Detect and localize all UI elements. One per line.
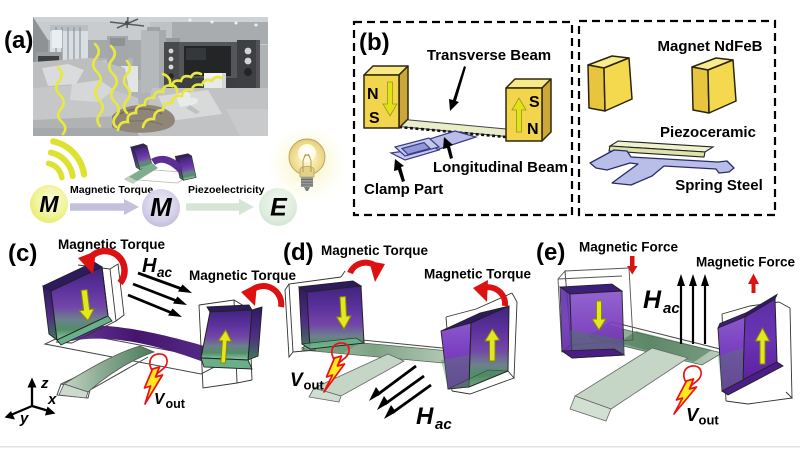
svg-text:S: S — [529, 94, 540, 111]
svg-text:Magnetic Torque: Magnetic Torque — [58, 237, 165, 252]
svg-text:Longitudinal Beam: Longitudinal Beam — [433, 159, 568, 176]
svg-text:(b): (b) — [359, 29, 390, 56]
svg-text:out: out — [166, 397, 186, 411]
svg-text:Magnetic Torque: Magnetic Torque — [70, 184, 153, 196]
svg-text:ac: ac — [435, 416, 452, 433]
svg-text:V: V — [686, 404, 700, 425]
svg-text:S: S — [369, 110, 380, 127]
svg-text:Piezoceramic: Piezoceramic — [660, 124, 756, 141]
svg-text:y: y — [19, 410, 29, 427]
svg-text:N: N — [367, 86, 379, 103]
svg-text:ac: ac — [157, 265, 173, 280]
svg-text:Magnetic Torque: Magnetic Torque — [189, 268, 296, 283]
svg-text:Magnetic Torque: Magnetic Torque — [321, 243, 428, 258]
svg-text:out: out — [304, 378, 325, 393]
svg-text:M: M — [150, 192, 173, 222]
svg-text:H: H — [416, 403, 434, 430]
svg-text:Clamp Part: Clamp Part — [364, 181, 443, 198]
svg-text:(d): (d) — [283, 239, 314, 266]
svg-text:ac: ac — [663, 300, 680, 317]
svg-text:V: V — [290, 370, 304, 391]
svg-text:Magnetic Force: Magnetic Force — [579, 240, 679, 255]
svg-text:N: N — [527, 121, 539, 138]
svg-text:(c): (c) — [8, 240, 37, 267]
svg-text:M: M — [39, 191, 59, 217]
svg-text:Piezoelectricity: Piezoelectricity — [188, 184, 265, 196]
svg-text:out: out — [699, 413, 720, 428]
svg-text:x: x — [47, 391, 57, 408]
svg-text:V: V — [154, 391, 166, 408]
svg-text:Spring Steel: Spring Steel — [675, 177, 763, 194]
svg-text:Magnet NdFeB: Magnet NdFeB — [658, 38, 763, 55]
svg-text:z: z — [40, 375, 49, 392]
svg-text:E: E — [270, 194, 288, 222]
svg-text:H: H — [643, 286, 662, 314]
svg-text:H: H — [142, 255, 157, 277]
svg-text:(a): (a) — [4, 27, 33, 54]
svg-text:(e): (e) — [536, 239, 565, 266]
svg-text:Magnetic Torque: Magnetic Torque — [424, 267, 531, 282]
svg-text:Transverse Beam: Transverse Beam — [427, 47, 551, 64]
svg-text:Magnetic Force: Magnetic Force — [696, 255, 796, 270]
